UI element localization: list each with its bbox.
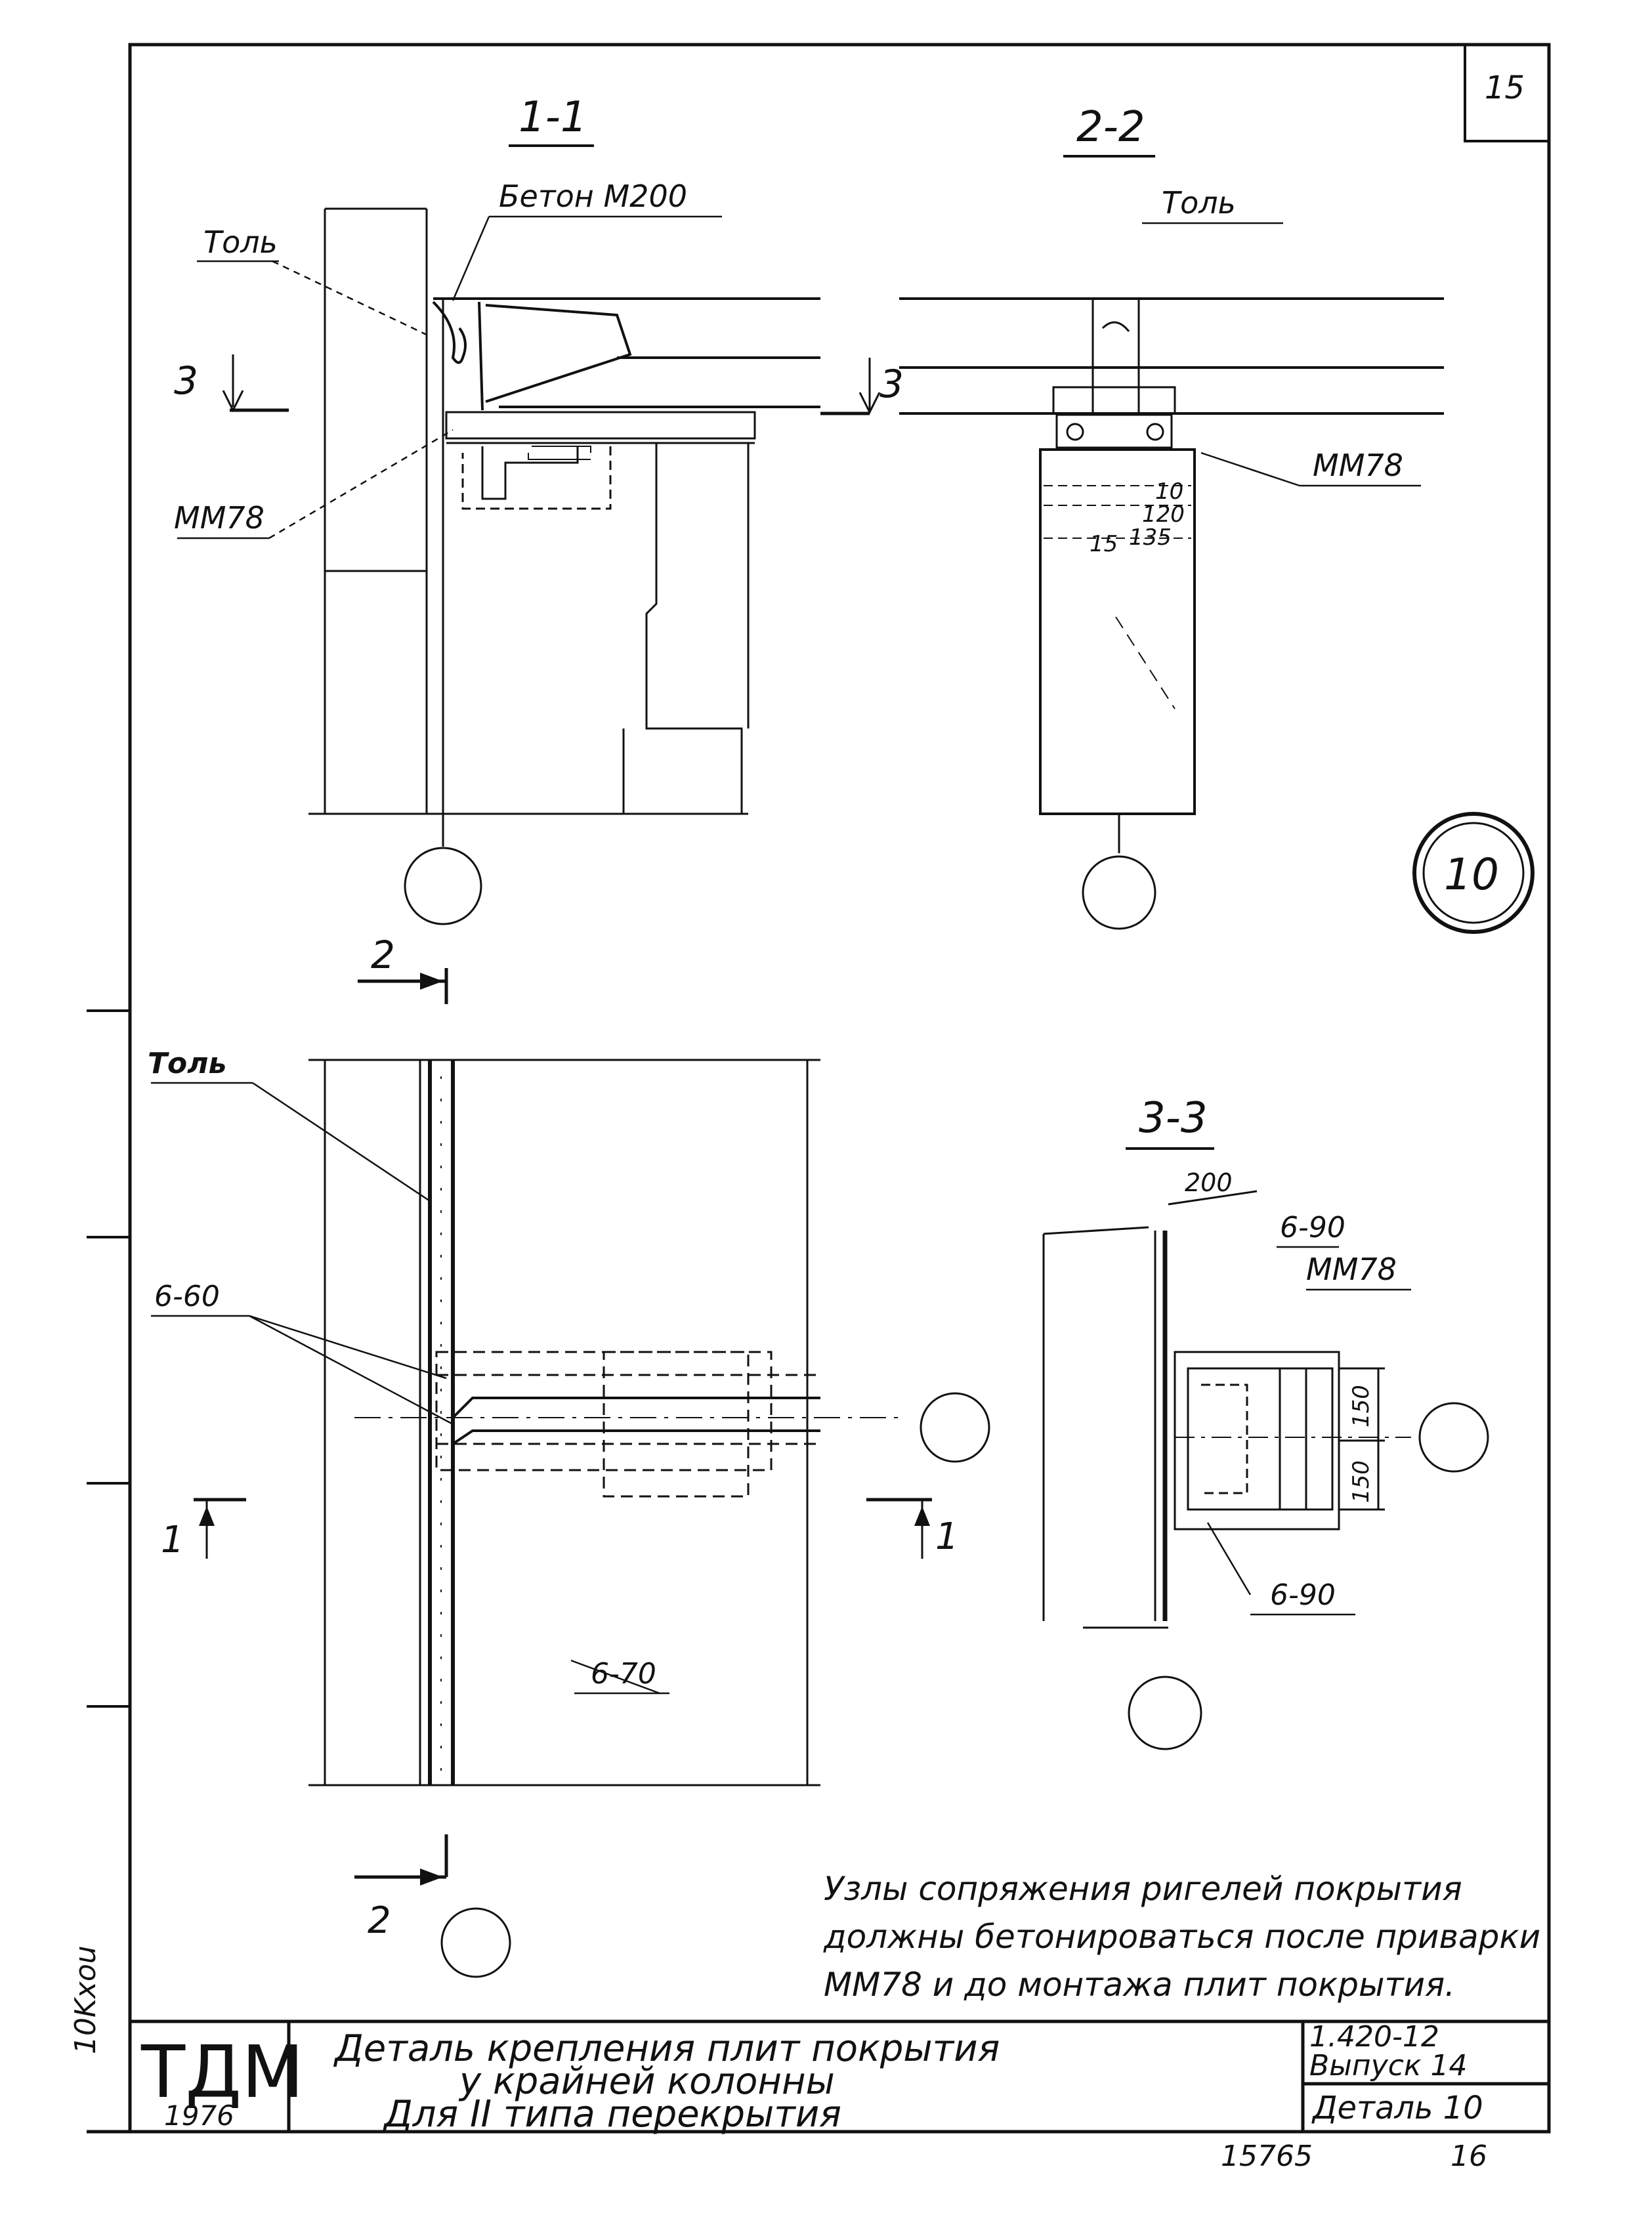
- detail-number: 10: [1444, 849, 1499, 900]
- section-3-3-label-weld: ММ78: [1306, 1252, 1397, 1287]
- section-2-2-cut-mark: 3: [879, 362, 904, 406]
- section-3-3-title: 3-3: [1139, 1094, 1208, 1143]
- detail-label: Деталь 10: [1311, 2090, 1483, 2126]
- sheet-frame: [87, 43, 1551, 2134]
- plan-view: Толь 6-60 6-70 2 2 1 1: [148, 933, 990, 1978]
- general-note: Узлы сопряжения ригелей покрытия должны …: [823, 1870, 1540, 2004]
- cut-2-top: 2: [371, 933, 395, 977]
- section-2-2-label-tol: Толь: [1162, 185, 1236, 221]
- org-logo: ТДМ: [140, 2030, 304, 2114]
- bottom-page: 16: [1451, 2140, 1487, 2173]
- cut-1-left: 1: [161, 1519, 184, 1561]
- section-1-1-label-tol: Толь: [203, 224, 278, 260]
- plan-label-tol: Толь: [148, 1047, 226, 1080]
- sheet-number: 15: [1485, 70, 1525, 106]
- sheet-number-box: 15: [1464, 45, 1549, 142]
- title-block: ТДМ 1976 Деталь крепления плит покрытия …: [130, 2019, 1549, 2136]
- section-1-1-title: 1-1: [519, 93, 587, 142]
- section-3-3-dim-150b: 150: [1348, 1460, 1374, 1503]
- section-1-1-label-weld: ММ78: [174, 500, 265, 536]
- section-2-2-label-weld: ММ78: [1313, 448, 1403, 483]
- org-year: 1976: [164, 2100, 234, 2132]
- plan-weld-70: 6-70: [591, 1657, 656, 1691]
- margin-stamp: 10Kxou: [69, 1945, 102, 2054]
- detail-number-circle: 10: [1412, 812, 1535, 934]
- section-3-3-dim-150a: 150: [1348, 1385, 1374, 1427]
- section-3-3-weld-90-bottom: 6-90: [1270, 1578, 1336, 1612]
- note-line-1: Узлы сопряжения ригелей покрытия: [824, 1870, 1462, 1908]
- issue-number: Выпуск 14: [1309, 2049, 1467, 2082]
- section-3-3: 3-3 200 6-90 ММ78: [1042, 1094, 1489, 1750]
- drawing-title-2: у крайней колонны: [458, 2060, 835, 2103]
- cut-2-bottom: 2: [368, 1899, 391, 1942]
- note-line-2: должны бетонироваться после приварки: [823, 1918, 1540, 1956]
- section-1-1-label-concrete: Бетон М200: [499, 179, 687, 214]
- dim-120: 120: [1142, 501, 1185, 528]
- margin-ticks: [87, 1009, 130, 1708]
- axis-circle: [1418, 1402, 1489, 1473]
- drawing-title-3: Для II типа перекрытия: [382, 2093, 841, 2136]
- dim-10: 10: [1155, 478, 1183, 505]
- cut-1-right: 1: [935, 1515, 959, 1558]
- axis-circle: [1082, 855, 1156, 930]
- drawing-title-1: Деталь крепления плит покрытия: [333, 2027, 1000, 2070]
- note-line-3: ММ78 и до монтажа плит покрытия.: [824, 1966, 1455, 2004]
- axis-circle: [440, 1907, 511, 1978]
- section-1-1: 1-1: [174, 93, 820, 925]
- series-code: 1.420-12: [1309, 2020, 1439, 2054]
- dim-135: 135: [1129, 524, 1172, 551]
- section-3-3-dim-200: 200: [1185, 1168, 1233, 1197]
- axis-circle: [1128, 1676, 1202, 1750]
- bottom-code: 15765: [1221, 2140, 1313, 2173]
- section-2-2: 2-2 Толь ММ78: [820, 103, 1444, 930]
- dim-15: 15: [1090, 531, 1118, 557]
- plan-weld-60: 6-60: [154, 1280, 220, 1313]
- axis-circle: [404, 847, 482, 925]
- axis-circle: [920, 1392, 990, 1463]
- section-3-3-weld-90-top: 6-90: [1280, 1211, 1345, 1244]
- section-1-1-cut-mark: 3: [174, 358, 198, 403]
- section-2-2-title: 2-2: [1076, 103, 1145, 152]
